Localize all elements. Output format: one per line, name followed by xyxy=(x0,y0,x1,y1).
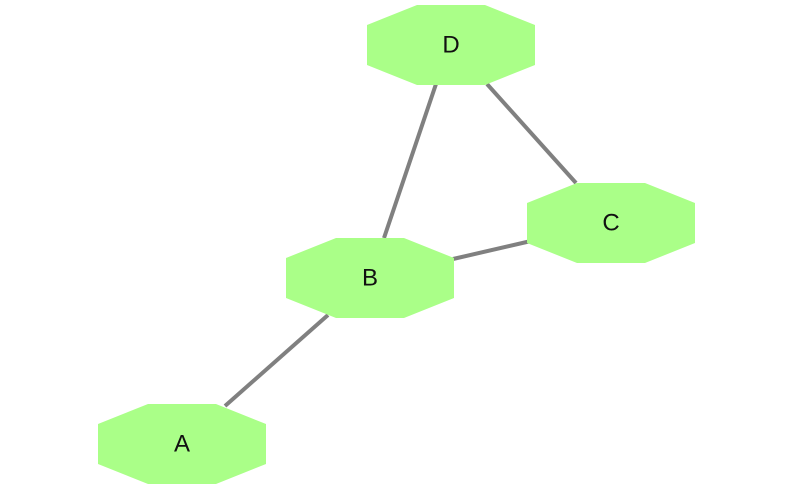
node-a-octagon xyxy=(98,404,266,484)
node-b-octagon xyxy=(286,238,454,318)
edge-d-b xyxy=(382,83,438,239)
edge-b-c xyxy=(452,239,532,261)
node-a-label: A xyxy=(174,431,190,458)
node-d-octagon xyxy=(367,5,535,85)
edge-a-b xyxy=(223,313,330,408)
node-d-label: D xyxy=(442,32,459,59)
edge-layer xyxy=(223,82,578,408)
edge-d-c xyxy=(485,82,578,185)
node-c[interactable]: C xyxy=(527,183,695,263)
node-d[interactable]: D xyxy=(367,5,535,85)
node-c-label: C xyxy=(602,210,619,237)
node-b[interactable]: B xyxy=(286,238,454,318)
node-a[interactable]: A xyxy=(98,404,266,484)
node-b-label: B xyxy=(362,265,378,292)
node-c-octagon xyxy=(527,183,695,263)
